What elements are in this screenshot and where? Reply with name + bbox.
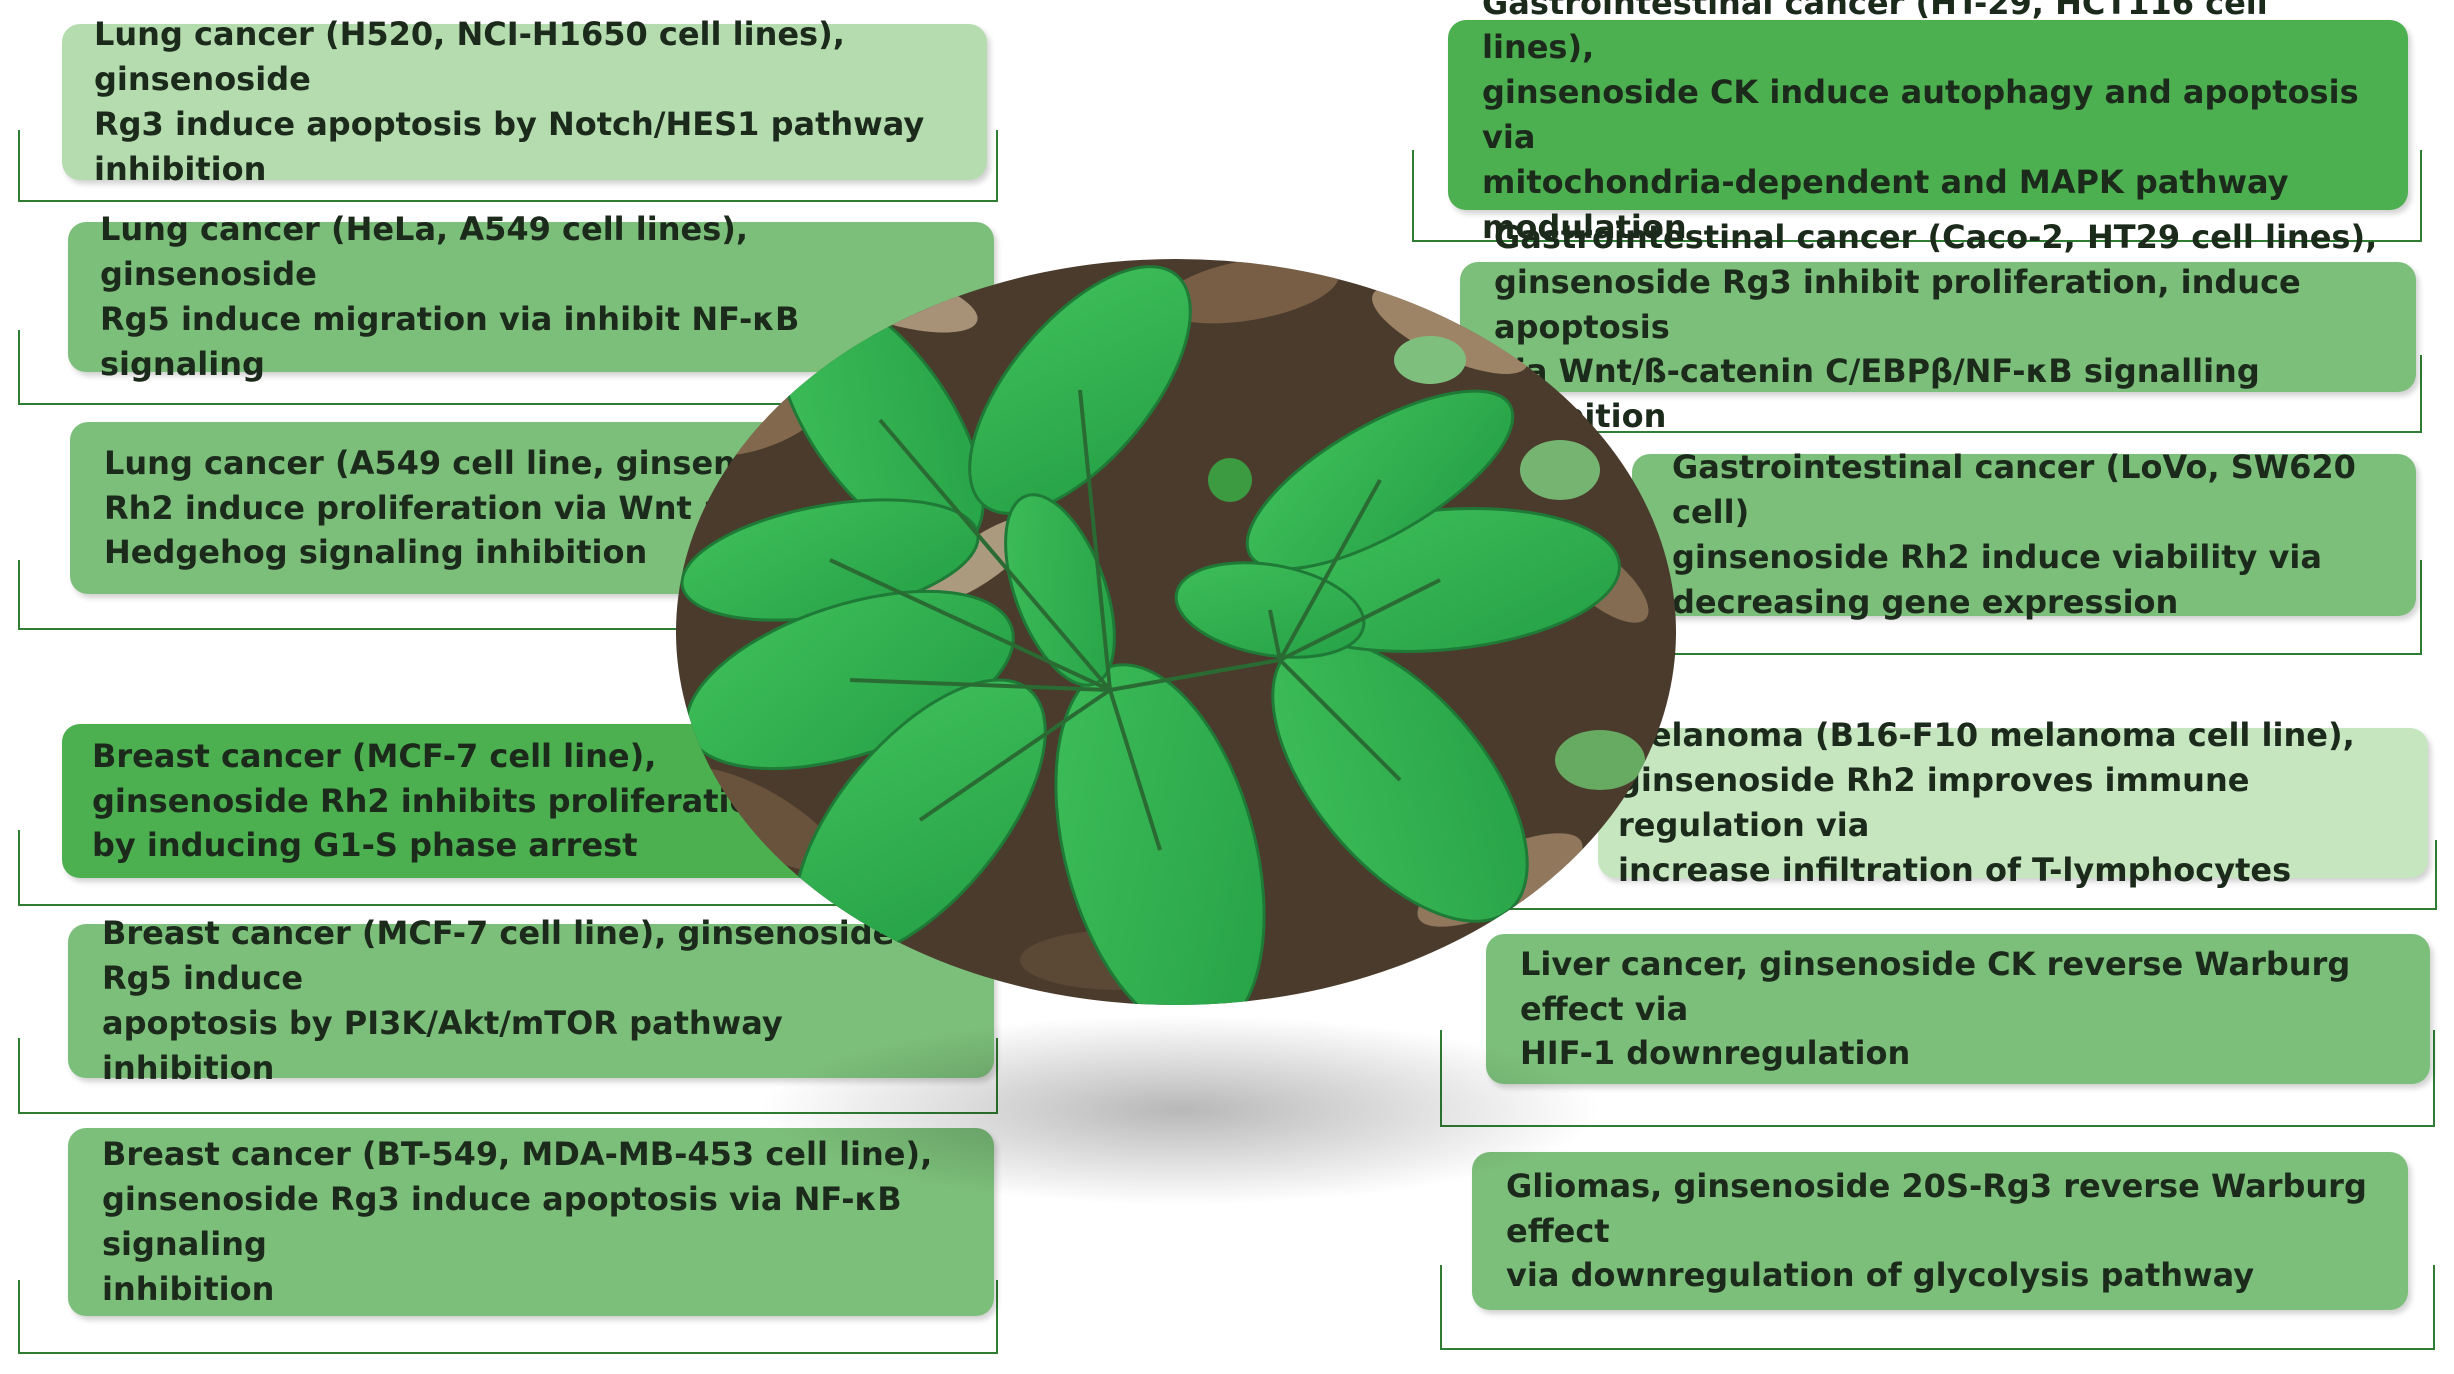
frame-left-1 [18, 130, 998, 202]
lung-cancer-rg5-box: Lung cancer (HeLa, A549 cell lines), gin… [68, 210, 994, 383]
gi-cancer-ck-box: Gastrointestinal cancer (HT-29, HCT116 c… [1448, 0, 2408, 246]
gliomas-rg3-box: Gliomas, ginsenoside 20S-Rg3 reverse War… [1472, 1152, 2408, 1310]
gi-cancer-rh2-text: Gastrointestinal cancer (LoVo, SW620 cel… [1672, 448, 2356, 621]
gi-cancer-rh2-box: Gastrointestinal cancer (LoVo, SW620 cel… [1632, 448, 2416, 621]
photo-shadow [760, 1015, 1600, 1205]
liver-cancer-ck-text: Liver cancer, ginsenoside CK reverse War… [1520, 944, 2351, 1073]
lung-cancer-rg3-box: Lung cancer (H520, NCI-H1650 cell lines)… [62, 15, 987, 188]
lung-cancer-rg5-text: Lung cancer (HeLa, A549 cell lines), gin… [100, 210, 800, 383]
melanoma-rh2-text: Melanoma (B16-F10 melanoma cell line), g… [1618, 716, 2355, 889]
gi-cancer-ck-text: Gastrointestinal cancer (HT-29, HCT116 c… [1482, 0, 2359, 246]
breast-cancer-rh2-text: Breast cancer (MCF-7 cell line), ginseno… [92, 736, 775, 865]
breast-cancer-rg5-text: Breast cancer (MCF-7 cell line), ginseno… [102, 914, 895, 1087]
berry-cluster [1208, 458, 1252, 502]
lung-cancer-rg3-text: Lung cancer (H520, NCI-H1650 cell lines)… [94, 15, 925, 188]
frame-left-6 [18, 1280, 998, 1354]
frame-right-6 [1440, 1265, 2435, 1350]
breast-cancer-rg5-box: Breast cancer (MCF-7 cell line), ginseno… [68, 914, 994, 1087]
melanoma-rh2-box: Melanoma (B16-F10 melanoma cell line), g… [1598, 716, 2428, 889]
frame-right-1 [1412, 150, 2422, 242]
liver-cancer-ck-box: Liver cancer, ginsenoside CK reverse War… [1486, 934, 2430, 1084]
gliomas-rg3-text: Gliomas, ginsenoside 20S-Rg3 reverse War… [1506, 1166, 2367, 1295]
